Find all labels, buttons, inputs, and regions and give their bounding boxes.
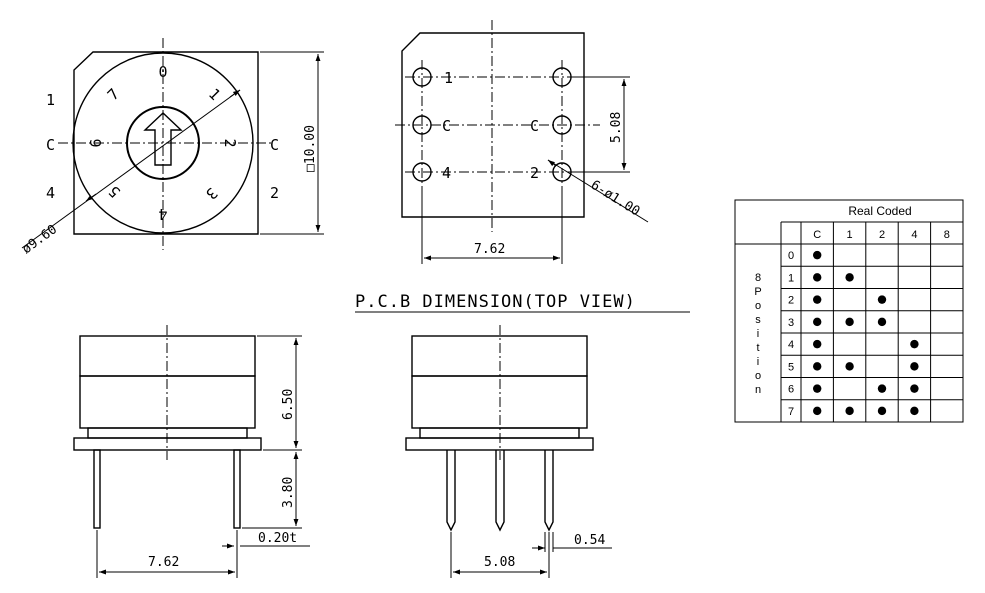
table-row-label-char: o xyxy=(755,370,761,382)
table-dot xyxy=(813,384,822,393)
table-dot xyxy=(910,406,919,416)
table-position-number: 2 xyxy=(788,295,794,307)
dial-digit-5: 5 xyxy=(105,182,124,201)
pcb-footprint-view: 1 C 4 C 2 5.08 7.62 6-ø1.00 P.C.B DIMENS… xyxy=(355,20,690,313)
table-position-number: 0 xyxy=(788,250,794,262)
dim-height-label: 6.50 xyxy=(281,389,296,420)
side-pin xyxy=(544,450,554,532)
dim-pitch-label: 7.62 xyxy=(148,555,179,570)
switch-top-view: □10.00 ø9.60 1 C 4 C 2 0 1 2 3 4 5 6 7 xyxy=(20,38,324,257)
dial-digit-2: 2 xyxy=(221,138,239,147)
dim-pitch-v-label: 5.08 xyxy=(609,112,624,143)
pcb-hole xyxy=(412,162,432,182)
label-pin-2: 2 xyxy=(270,184,279,202)
dim-line-diameter xyxy=(21,89,241,249)
switch-body-outline xyxy=(73,51,259,235)
table-position-number: 5 xyxy=(788,361,794,373)
table-dot xyxy=(813,406,822,416)
dim-size-label: □10.00 xyxy=(303,125,318,172)
pcb-hole xyxy=(552,162,572,182)
table-dot xyxy=(910,362,919,371)
dial-digit-6: 6 xyxy=(87,138,105,147)
table-dot xyxy=(813,273,822,282)
dim-width-label: 0.54 xyxy=(574,533,605,548)
dial-digit-7: 7 xyxy=(104,85,123,104)
table-column-header: 2 xyxy=(879,229,885,241)
dial-digit-0: 0 xyxy=(158,63,167,81)
switch-side-view-right: 0.54 5.08 xyxy=(405,325,612,578)
table-dot xyxy=(910,384,919,393)
switch-side-view-left: 6.50 3.80 0.20t 7.62 xyxy=(73,325,310,578)
table-row-label-char: s xyxy=(755,314,761,326)
table-position-number: 3 xyxy=(788,317,794,329)
pcb-outline xyxy=(401,32,585,218)
dim-pitch-h-label: 7.62 xyxy=(474,242,505,257)
table-row-label-char: n xyxy=(755,384,761,396)
pcb-label-c-left: C xyxy=(442,117,451,135)
label-pin-c-right: C xyxy=(270,136,279,154)
table-dot xyxy=(845,273,854,282)
dim-diameter-label: ø9.60 xyxy=(20,222,60,257)
side-pin-right xyxy=(233,449,241,529)
table-position-number: 7 xyxy=(788,406,794,418)
table-dot xyxy=(877,295,887,304)
pcb-label-c-right: C xyxy=(530,117,539,135)
table-dot xyxy=(813,317,822,327)
table-dot xyxy=(813,362,822,371)
dial-digit-3: 3 xyxy=(202,184,221,203)
dim-pin-label: 3.80 xyxy=(281,477,296,508)
pcb-label-1: 1 xyxy=(444,69,453,87)
table-position-number: 4 xyxy=(788,339,794,351)
table-row-label-char: t xyxy=(756,342,759,354)
table-row-label-char: i xyxy=(757,328,759,340)
dim-thick-label: 0.20t xyxy=(258,531,297,546)
table-row-label-char: 8 xyxy=(755,272,761,284)
table-dot xyxy=(813,295,822,304)
table-column-header: 4 xyxy=(911,229,917,241)
table-dot xyxy=(877,317,887,327)
table-dot xyxy=(845,362,854,371)
label-pin-1: 1 xyxy=(46,91,55,109)
table-dot xyxy=(813,339,822,349)
table-column-header: 1 xyxy=(847,229,853,241)
table-dot xyxy=(813,250,822,260)
table-row-label-char: i xyxy=(757,356,759,368)
pcb-hole xyxy=(412,115,432,135)
pcb-hole xyxy=(552,67,572,87)
table-dot xyxy=(877,406,887,416)
table-dot xyxy=(845,406,854,416)
table-column-header: C xyxy=(813,229,821,241)
pcb-hole xyxy=(412,67,432,87)
pcb-title: P.C.B DIMENSION(TOP VIEW) xyxy=(355,292,636,312)
table-dot xyxy=(877,384,887,393)
table-row-label-char: o xyxy=(755,300,761,312)
table-row-label-char: P xyxy=(754,286,761,298)
table-header: Real Coded xyxy=(848,204,911,218)
dial-digit-1: 1 xyxy=(205,85,224,104)
label-pin-4: 4 xyxy=(46,184,55,202)
dim-holes-label: 6-ø1.00 xyxy=(588,178,642,220)
table-column-header: 8 xyxy=(944,229,950,241)
dim-pitch-right-label: 5.08 xyxy=(484,555,515,570)
side-pin xyxy=(446,450,456,532)
pcb-label-4: 4 xyxy=(442,164,451,182)
side-pin xyxy=(495,450,505,532)
table-position-number: 1 xyxy=(788,272,794,284)
label-pin-c-left: C xyxy=(46,136,55,154)
arrow-pointer-icon xyxy=(143,112,183,166)
pcb-hole xyxy=(552,115,572,135)
side-pin-left xyxy=(93,449,101,529)
table-dot xyxy=(910,339,919,349)
table-position-number: 6 xyxy=(788,384,794,396)
dial-digit-4: 4 xyxy=(158,205,167,223)
table-dot xyxy=(845,317,854,327)
pcb-label-2: 2 xyxy=(530,164,539,182)
